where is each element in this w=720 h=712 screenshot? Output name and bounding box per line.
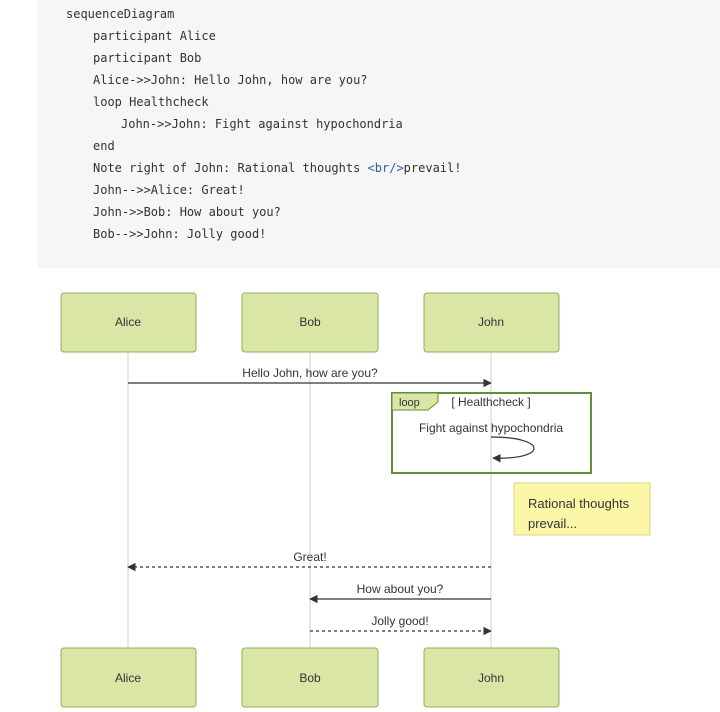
- loop-frame: [391, 392, 592, 474]
- actor-box-bob-top: [241, 292, 379, 353]
- note-line: prevail...: [528, 516, 577, 531]
- note-box: [513, 482, 651, 536]
- code-tag: <br/>: [367, 161, 404, 175]
- loop-tab: [391, 392, 439, 411]
- message-label: Hello John, how are you?: [242, 366, 378, 380]
- code-line: participant Alice: [93, 29, 216, 43]
- code-line: sequenceDiagram: [66, 7, 175, 21]
- actor-box-bob-bottom: [241, 647, 379, 708]
- code-line: participant Bob: [93, 51, 202, 65]
- code-line: end: [93, 139, 115, 153]
- actor-box-alice-bottom: [60, 647, 197, 708]
- code-line: John-->>Alice: Great!: [93, 183, 245, 197]
- code-line: John->>Bob: How about you?: [93, 205, 281, 219]
- code-line: Note right of John: Rational thoughts <b…: [93, 160, 461, 176]
- code-text: prevail!: [403, 161, 462, 175]
- actor-label-bob-bottom: Bob: [299, 671, 321, 685]
- code-line: John->>John: Fight against hypochondria: [121, 117, 403, 131]
- code-text: Note right of John: Rational thoughts: [93, 161, 368, 175]
- message-label: Great!: [293, 550, 326, 564]
- actor-label-alice-bottom: Alice: [115, 671, 141, 685]
- actor-label-alice-top: Alice: [115, 315, 141, 329]
- actor-box-john-bottom: [423, 647, 560, 708]
- code-block: sequenceDiagram participant Alice partic…: [38, 0, 720, 268]
- code-line: loop Healthcheck: [93, 95, 209, 109]
- code-line: Bob-->>John: Jolly good!: [93, 227, 267, 241]
- code-line: Alice->>John: Hello John, how are you?: [93, 73, 368, 87]
- note-line: Rational thoughts: [528, 496, 630, 511]
- actor-box-john-top: [423, 292, 560, 353]
- actor-label-bob-top: Bob: [299, 315, 321, 329]
- self-message-label: Fight against hypochondria: [419, 421, 563, 435]
- actor-box-alice-top: [60, 292, 197, 353]
- actor-label-john-bottom: John: [478, 671, 504, 685]
- loop-label: [ Healthcheck ]: [451, 395, 530, 409]
- actor-label-john-top: John: [478, 315, 504, 329]
- message-label: How about you?: [357, 582, 444, 596]
- self-message-arrow: [490, 436, 535, 463]
- message-label: Jolly good!: [371, 614, 428, 628]
- loop-keyword: loop: [399, 397, 420, 409]
